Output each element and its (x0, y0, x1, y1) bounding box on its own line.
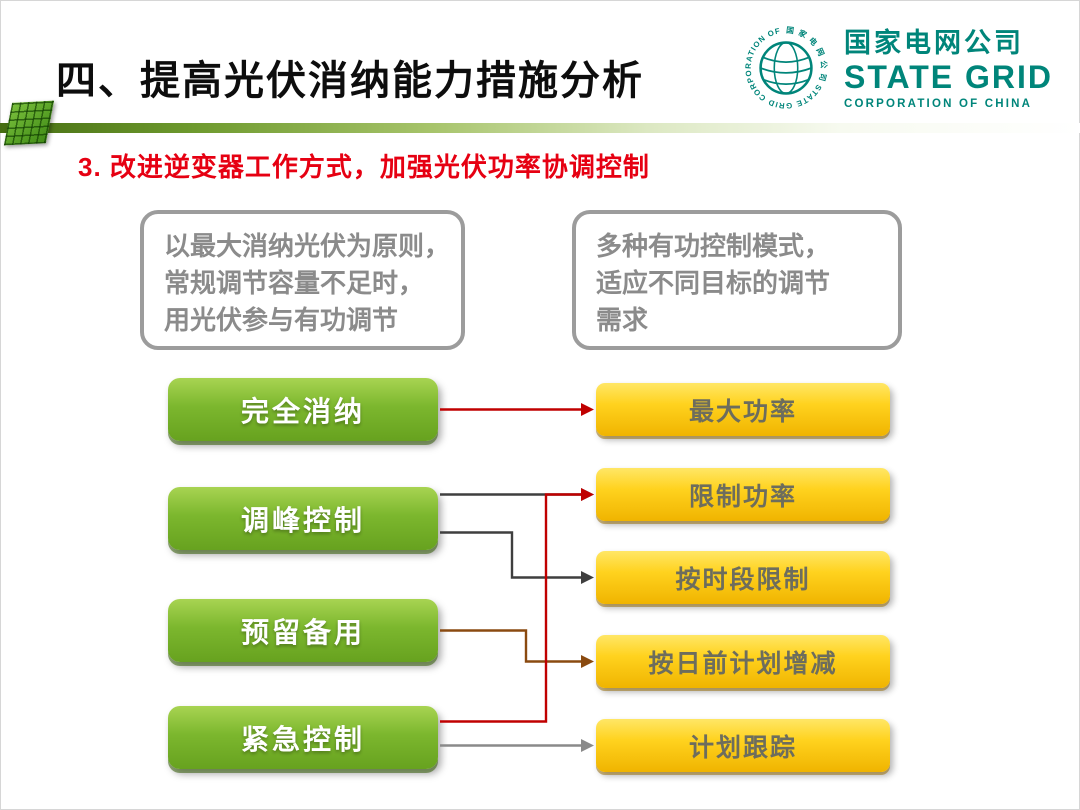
callout-line: 以最大消纳光伏为原则， (164, 231, 451, 261)
state-grid-logo-icon: 国 家 电 网 公 司 STATE GRID CORPORATION OF CH… (742, 24, 828, 110)
mode-box: 完全消纳 (168, 378, 438, 441)
mode-box: 紧急控制 (168, 706, 438, 769)
callout-left: 以最大消纳光伏为原则， 常规调节容量不足时， 用光伏参与有功调节 (140, 210, 465, 350)
section-heading: 3. 改进逆变器工作方式，加强光伏功率协调控制 (78, 152, 650, 182)
brand-company-en: STATE GRID (844, 58, 1054, 95)
control-box: 按时段限制 (596, 551, 890, 604)
control-box: 按日前计划增减 (596, 635, 890, 688)
mode-box: 调峰控制 (168, 487, 438, 550)
mode-label: 预留备用 (240, 616, 365, 648)
callout-line: 多种有功控制模式， (596, 231, 831, 261)
state-grid-brand: 国 家 电 网 公 司 STATE GRID CORPORATION OF CH… (742, 24, 1053, 112)
mode-label: 完全消纳 (240, 395, 365, 427)
slide-title: 四、提高光伏消纳能力措施分析 (56, 59, 644, 103)
callout-line: 常规调节容量不足时， (164, 268, 425, 298)
divider-bar (0, 123, 1080, 133)
decor-grid-chip (3, 100, 55, 146)
control-label: 按时段限制 (675, 565, 811, 594)
control-box: 最大功率 (596, 383, 890, 436)
mode-label: 紧急控制 (240, 723, 365, 755)
svg-text:国 家 电 网 公 司 STATE GRID CORPOR: 国 家 电 网 公 司 STATE GRID CORPORATION OF CH… (742, 24, 828, 110)
brand-company-cn: 国家电网公司 (844, 27, 1024, 58)
mode-label: 调峰控制 (240, 504, 365, 536)
globe-icon (759, 41, 813, 95)
mode-box: 预留备用 (168, 599, 438, 662)
callout-line: 需求 (596, 305, 649, 335)
control-label: 限制功率 (688, 482, 797, 511)
callout-line: 用光伏参与有功调节 (164, 305, 399, 335)
brand-text: 国家电网公司 STATE GRID CORPORATION OF CHINA (844, 27, 1053, 110)
logo-ring-text: 国 家 电 网 公 司 STATE GRID CORPORATION OF CH… (742, 24, 827, 110)
callout-right: 多种有功控制模式， 适应不同目标的调节 需求 (572, 210, 902, 350)
control-box: 限制功率 (596, 468, 890, 521)
control-box: 计划跟踪 (596, 719, 890, 772)
control-label: 计划跟踪 (688, 733, 797, 762)
control-label: 最大功率 (688, 397, 797, 426)
callout-line: 适应不同目标的调节 (596, 268, 831, 298)
control-label: 按日前计划增减 (648, 649, 838, 678)
brand-company-en-sub: CORPORATION OF CHINA (844, 97, 1033, 110)
